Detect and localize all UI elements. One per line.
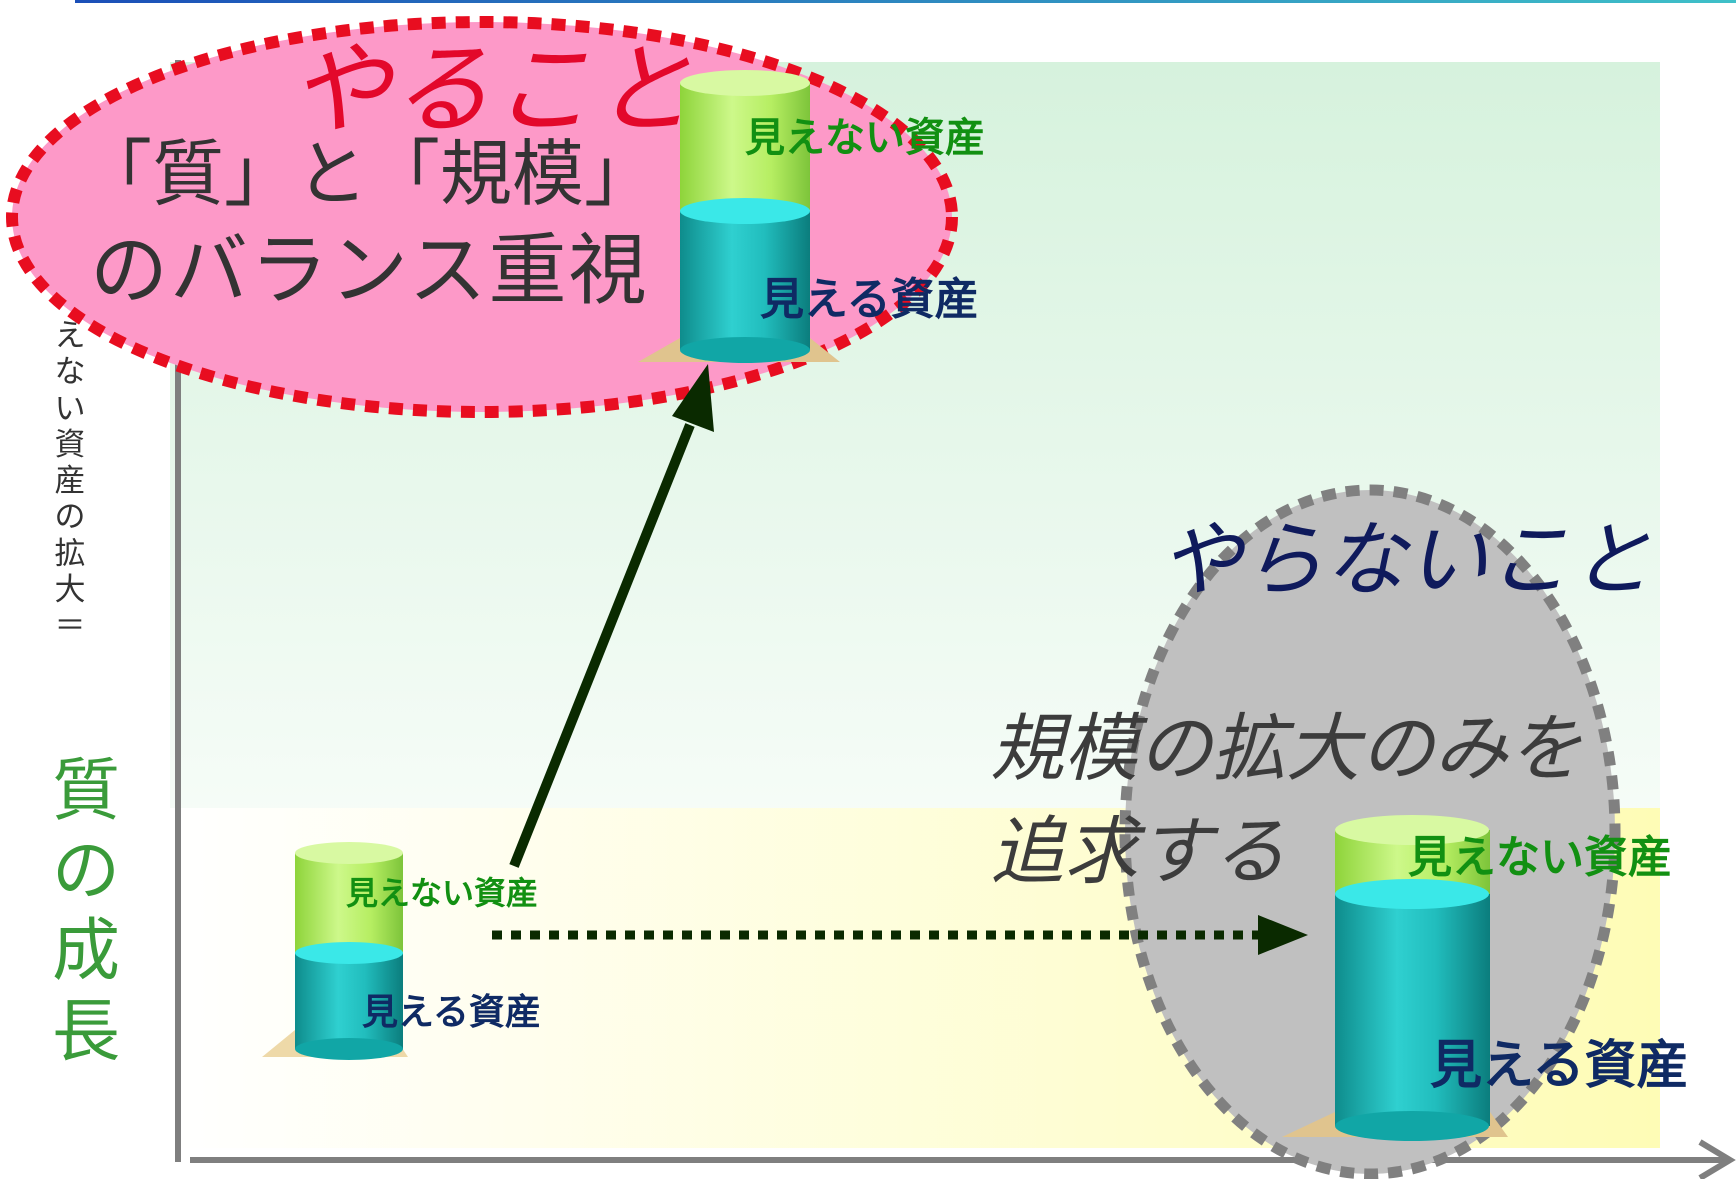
top-visible-asset-label: 見える資産 — [760, 274, 979, 325]
do-title: やること — [290, 31, 694, 148]
right-cylinder-base — [1335, 1111, 1489, 1141]
right-visible-asset-label: 見える資産 — [1430, 1036, 1689, 1096]
right-cylinder — [1282, 815, 1508, 1141]
do-text-line1: 「質」と「規模」 — [80, 132, 657, 216]
start-cylinder-base — [295, 1038, 403, 1060]
balanced-growth-arrow — [509, 423, 695, 868]
scale-only-arrowhead — [1258, 915, 1308, 955]
balanced-growth-arrowhead — [672, 364, 714, 432]
start-cylinder-visible — [295, 953, 403, 1049]
right-cylinder-visible-top — [1335, 879, 1489, 909]
start-invisible-asset-label: 見えない資産 — [346, 874, 539, 912]
top-invisible-asset-label: 見えない資産 — [745, 115, 985, 161]
dont-title: やらないこと — [1160, 513, 1652, 608]
top-cylinder-invisible — [680, 83, 810, 211]
top-cylinder-base — [680, 337, 810, 363]
start-cylinder-invisible-top — [295, 842, 403, 864]
y-axis-label: えない資産の拡大＝ — [54, 318, 86, 645]
top-rule — [75, 0, 1736, 3]
top-cylinder — [638, 70, 840, 363]
right-cylinder-invisible-top — [1335, 815, 1489, 845]
y-axis-emphasis: 質の成長 — [51, 752, 120, 1072]
start-visible-asset-label: 見える資産 — [362, 992, 541, 1033]
start-cylinder-invisible — [295, 853, 403, 953]
x-axis-arrowhead — [1698, 1139, 1736, 1179]
top-cylinder-visible — [680, 211, 810, 350]
top-cylinder-visible-top — [680, 198, 810, 224]
top-cylinder-invisible-top — [680, 70, 810, 96]
dont-text-line1: 規模の拡大のみを — [990, 706, 1582, 792]
start-cylinder-visible-top — [295, 942, 403, 964]
dont-text-line2: 追求する — [990, 809, 1286, 895]
do-text-line2: のバランス重視 — [90, 226, 649, 316]
right-cylinder-visible — [1335, 894, 1490, 1126]
start-cylinder — [262, 842, 408, 1060]
right-invisible-asset-label: 見えない資産 — [1408, 832, 1672, 883]
